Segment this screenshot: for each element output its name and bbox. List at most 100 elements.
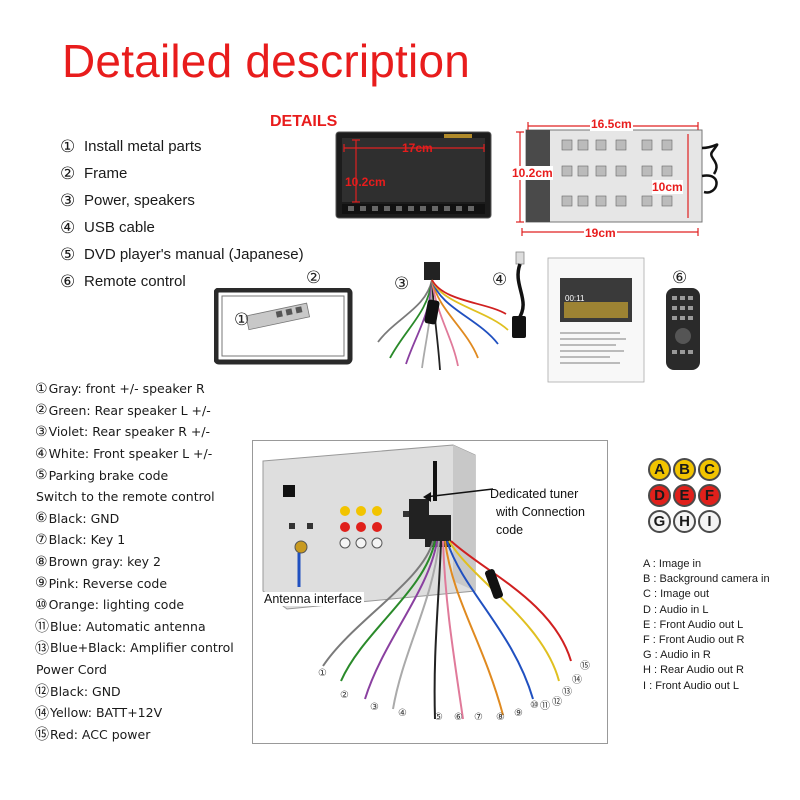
wiring-item: Power Cord xyxy=(35,659,234,681)
wiring-label: Blue: Automatic antenna xyxy=(50,618,206,634)
tuner-label-1: Dedicated tuner xyxy=(490,487,579,501)
wiring-label: Black: GND xyxy=(48,510,120,526)
part-item: ③ Power, speakers xyxy=(60,187,304,214)
front-width-label: 17cm xyxy=(402,141,433,155)
wiring-number: ⑦ xyxy=(35,531,48,548)
wiring-number: ⑨ xyxy=(35,575,48,592)
wire-number-14: ⑭ xyxy=(572,675,582,686)
callout-2: ② xyxy=(306,268,322,287)
wire-number-2: ② xyxy=(340,690,349,701)
part-number: ⑤ xyxy=(60,244,76,264)
wiring-label: Switch to the remote control xyxy=(36,489,215,505)
wire-number-12: ⑫ xyxy=(552,697,562,708)
wiring-label: Black: GND xyxy=(50,683,121,699)
wiring-label: Brown gray: key 2 xyxy=(48,554,161,570)
part-label: Remote control xyxy=(84,273,186,290)
wiring-number: ⑧ xyxy=(35,553,48,570)
tuner-label-3: code xyxy=(496,523,524,537)
part-number: ④ xyxy=(60,217,76,237)
callout-1: ① xyxy=(234,310,250,329)
wire-number-15: ⑮ xyxy=(580,661,590,672)
tuner-label-2: with Connection xyxy=(496,505,585,519)
wire-number-5: ⑤ xyxy=(434,712,443,723)
wiring-label: Green: Rear speaker L +/- xyxy=(48,402,211,418)
wiring-label: Black: Key 1 xyxy=(48,532,126,548)
legend-item: E : Front Audio out L xyxy=(643,618,744,631)
details-title: DETAILS xyxy=(270,113,338,130)
wiring-number: ⑤ xyxy=(35,467,48,484)
callout-4: ④ xyxy=(492,270,508,289)
wiring-number: ⑫ xyxy=(35,684,49,701)
legend-item: G : Audio in R xyxy=(643,649,711,662)
legend-item: F : Front Audio out R xyxy=(643,633,745,646)
wiring-label: Red: ACC power xyxy=(50,726,151,742)
wiring-item: ⑧ Brown gray: key 2 xyxy=(35,551,234,573)
side-height-back-label: 10cm xyxy=(652,180,683,194)
wire-number-1: ① xyxy=(318,668,327,679)
wiring-label: Yellow: BATT+12V xyxy=(50,705,163,721)
part-item: ⑥ Remote control xyxy=(60,268,304,295)
part-item: ① Install metal parts xyxy=(60,133,304,160)
rear-photo-image xyxy=(262,444,572,720)
side-height-label: 10.2cm xyxy=(512,166,553,180)
wiring-label: Gray: front +/- speaker R xyxy=(48,381,205,397)
part-number: ③ xyxy=(60,190,76,210)
frame-image xyxy=(214,288,353,365)
connector-d-badge: D xyxy=(648,484,671,507)
connector-i-badge: I xyxy=(698,510,721,533)
part-number: ⑥ xyxy=(60,271,76,291)
manual-screen-time: 00:11 xyxy=(565,294,585,303)
callout-3: ③ xyxy=(394,274,410,293)
connector-a-badge: A xyxy=(648,458,671,481)
connector-b-badge: B xyxy=(673,458,696,481)
wire-number-11: ⑪ xyxy=(540,701,550,712)
wiring-number: ② xyxy=(35,402,48,419)
wiring-label: Violet: Rear speaker R +/- xyxy=(48,424,211,440)
page-title: Detailed description xyxy=(62,35,471,87)
antenna-label: Antenna interface xyxy=(262,592,364,606)
wiring-item: ⑦ Black: Key 1 xyxy=(35,529,234,551)
wiring-number: ⑪ xyxy=(35,619,49,636)
wire-number-3: ③ xyxy=(370,702,379,713)
legend-item: A : Image in xyxy=(643,558,702,570)
part-number: ② xyxy=(60,163,76,183)
side-depth-label: 16.5cm xyxy=(590,117,633,131)
wiring-label: Blue+Black: Amplifier control xyxy=(50,640,234,656)
connector-g-badge: G xyxy=(648,510,671,533)
part-label: Power, speakers xyxy=(84,192,195,209)
wire-number-7: ⑦ xyxy=(474,712,483,723)
usb-cable-image xyxy=(512,251,526,338)
wiring-number: ⑮ xyxy=(35,727,49,744)
wiring-number: ⑥ xyxy=(35,510,48,527)
part-number: ① xyxy=(60,136,76,156)
connector-h-badge: H xyxy=(673,510,696,533)
wiring-label: Pink: Reverse code xyxy=(48,575,168,591)
wiring-number: ① xyxy=(35,380,48,397)
side-bottom-label: 19cm xyxy=(584,226,617,240)
wiring-number: ④ xyxy=(35,445,48,462)
part-label: Install metal parts xyxy=(84,138,202,155)
callout-6: ⑥ xyxy=(672,268,688,287)
front-height-label: 10.2cm xyxy=(345,175,386,189)
wiring-number: ⑩ xyxy=(35,596,48,613)
front-unit-image xyxy=(335,131,492,219)
connector-f-badge: F xyxy=(698,484,721,507)
legend-item: H : Rear Audio out R xyxy=(643,664,744,677)
legend-item: D : Audio in L xyxy=(643,603,709,616)
